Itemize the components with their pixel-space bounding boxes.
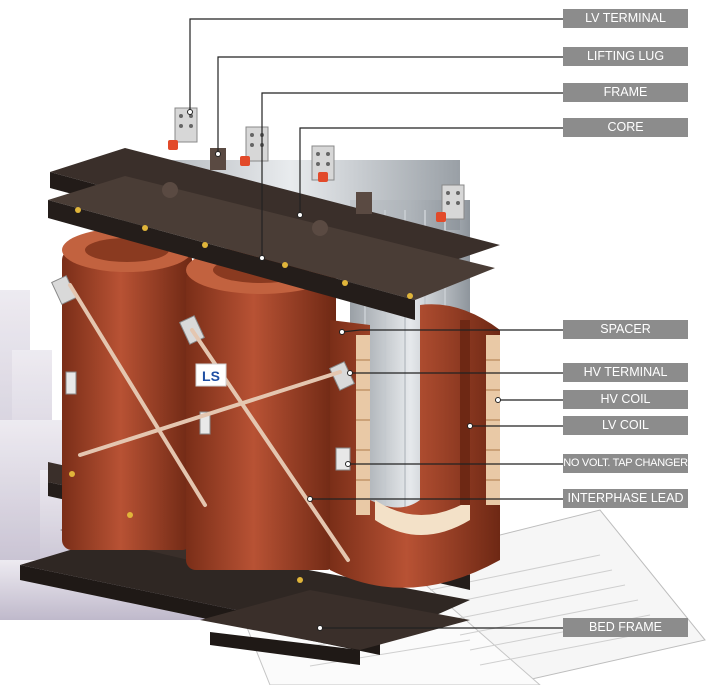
leader-lines [189, 18, 563, 629]
ls-logo-text: LS [202, 368, 220, 384]
label-hv-terminal: HV TERMINAL [563, 363, 688, 382]
label-lv-coil: LV COIL [563, 416, 688, 435]
label-tap-changer: NO VOLT. TAP CHANGER [563, 454, 688, 473]
label-core: CORE [563, 118, 688, 137]
ls-logo-badge [195, 363, 227, 387]
top-frame-art [48, 148, 500, 583]
label-lifting-lug: LIFTING LUG [563, 47, 688, 66]
leader-dots [187, 109, 501, 631]
label-frame: FRAME [563, 83, 688, 102]
label-lv-terminal: LV TERMINAL [563, 9, 688, 28]
label-bed-frame: BED FRAME [563, 618, 688, 637]
label-hv-coil: HV COIL [563, 390, 688, 409]
lv-terminals-art [168, 107, 465, 222]
label-interphase-lead: INTERPHASE LEAD [563, 489, 688, 508]
label-spacer: SPACER [563, 320, 688, 339]
